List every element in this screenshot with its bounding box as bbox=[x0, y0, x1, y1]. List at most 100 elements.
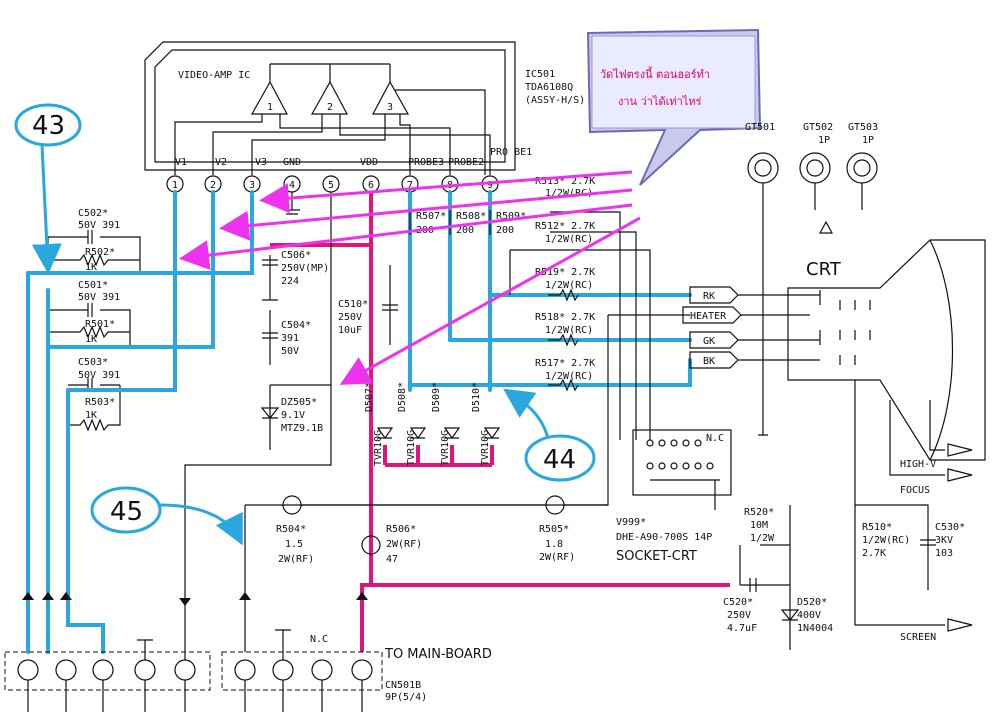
svg-text:50V 391: 50V 391 bbox=[78, 292, 120, 303]
svg-text:N.C: N.C bbox=[310, 634, 328, 645]
svg-text:GND: GND bbox=[283, 157, 301, 168]
svg-text:1/2W(RC): 1/2W(RC) bbox=[545, 234, 593, 245]
svg-text:D510*: D510* bbox=[471, 382, 482, 412]
amp-1: 1 bbox=[250, 80, 288, 115]
svg-text:R507*: R507* bbox=[416, 211, 446, 222]
svg-text:RK: RK bbox=[703, 291, 715, 302]
svg-text:C503*: C503* bbox=[78, 357, 108, 368]
svg-text:PROBE2: PROBE2 bbox=[448, 157, 484, 168]
svg-text:TVR10G: TVR10G bbox=[406, 430, 417, 466]
pink-traces bbox=[270, 192, 730, 652]
svg-text:3: 3 bbox=[249, 180, 255, 191]
svg-text:PROBE3: PROBE3 bbox=[408, 157, 444, 168]
svg-text:2.7K: 2.7K bbox=[862, 548, 886, 559]
svg-text:4: 4 bbox=[289, 180, 295, 191]
svg-text:391: 391 bbox=[281, 333, 299, 344]
left-rc-network: C502*50V 391 R502*1K C501*50V 391 R501*1… bbox=[47, 208, 141, 432]
svg-text:224: 224 bbox=[281, 276, 299, 287]
svg-text:HEATER: HEATER bbox=[690, 311, 727, 322]
svg-text:DZ505*: DZ505* bbox=[281, 397, 317, 408]
svg-text:1/2W: 1/2W bbox=[750, 533, 775, 544]
svg-text:10uF: 10uF bbox=[338, 325, 362, 336]
svg-text:D508*: D508* bbox=[397, 382, 408, 412]
svg-text:C530*: C530* bbox=[935, 522, 965, 533]
svg-text:D509*: D509* bbox=[431, 382, 442, 412]
svg-text:1: 1 bbox=[172, 180, 178, 191]
connector-label: TO MAIN-BOARD bbox=[384, 647, 492, 662]
svg-text:2: 2 bbox=[210, 180, 216, 191]
svg-text:1K: 1K bbox=[85, 410, 97, 421]
svg-text:R504*: R504* bbox=[276, 524, 306, 535]
svg-text:R503*: R503* bbox=[85, 397, 115, 408]
svg-text:HIGH-V: HIGH-V bbox=[900, 459, 936, 470]
video-amp-ic: VIDEO-AMP IC 1 2 3 V1 V2 V3 GND VDD PROB… bbox=[144, 41, 532, 175]
svg-text:R509*: R509* bbox=[496, 211, 526, 222]
svg-text:R517* 2.7K: R517* 2.7K bbox=[535, 358, 595, 369]
crt-tube: CRT bbox=[787, 220, 986, 461]
svg-text:CN501B: CN501B bbox=[385, 680, 421, 691]
svg-text:200: 200 bbox=[496, 225, 514, 236]
svg-text:50V 391: 50V 391 bbox=[78, 370, 120, 381]
svg-text:PRO BE1: PRO BE1 bbox=[490, 147, 532, 158]
crt-label: CRT bbox=[806, 259, 842, 280]
svg-text:2W(RF): 2W(RF) bbox=[278, 554, 314, 565]
svg-text:1: 1 bbox=[267, 102, 273, 113]
svg-text:3: 3 bbox=[387, 102, 393, 113]
svg-text:MTZ9.1B: MTZ9.1B bbox=[281, 423, 323, 434]
ic-title: VIDEO-AMP IC bbox=[178, 70, 250, 81]
crt-socket: N.C V999* DHE-A90-700S 14P SOCKET-CRT bbox=[616, 429, 732, 564]
svg-text:DHE-A90-700S 14P: DHE-A90-700S 14P bbox=[616, 532, 712, 543]
amp-3: 3 bbox=[372, 80, 410, 115]
svg-text:1P: 1P bbox=[818, 135, 830, 146]
svg-text:7: 7 bbox=[407, 180, 413, 191]
svg-text:C504*: C504* bbox=[281, 320, 311, 331]
svg-text:C510*: C510* bbox=[338, 299, 368, 310]
svg-text:1N4004: 1N4004 bbox=[797, 623, 833, 634]
ic-part: TDA6108Q bbox=[525, 82, 573, 93]
svg-text:6: 6 bbox=[368, 180, 374, 191]
svg-text:3KV: 3KV bbox=[935, 535, 953, 546]
svg-text:R519* 2.7K: R519* 2.7K bbox=[535, 267, 595, 278]
svg-text:45: 45 bbox=[110, 497, 143, 527]
svg-text:GT501: GT501 bbox=[745, 122, 775, 133]
svg-text:44: 44 bbox=[543, 445, 576, 475]
callout-45: 45 bbox=[90, 486, 243, 546]
svg-text:1/2W(RC): 1/2W(RC) bbox=[545, 280, 593, 291]
note-line-1: วัดไฟตรงนี้ ตอนฮอร์ทำ bbox=[600, 66, 710, 81]
svg-text:R508*: R508* bbox=[456, 211, 486, 222]
svg-text:V1: V1 bbox=[175, 157, 187, 168]
amp-2: 2 bbox=[310, 80, 348, 115]
svg-text:D520*: D520* bbox=[797, 597, 827, 608]
svg-text:5: 5 bbox=[328, 180, 334, 191]
callout-44: 44 bbox=[503, 388, 596, 482]
callout-43: 43 bbox=[14, 103, 82, 274]
svg-text:1.5: 1.5 bbox=[285, 539, 303, 550]
ic-assy: (ASSY-H/S) bbox=[525, 95, 585, 106]
ic-pin-row: 1 2 3 4 5 6 7 8 9 bbox=[166, 175, 499, 193]
svg-text:1K: 1K bbox=[85, 334, 97, 345]
svg-text:50V: 50V bbox=[281, 346, 299, 357]
svg-text:R502*: R502* bbox=[85, 247, 115, 258]
svg-text:V2: V2 bbox=[215, 157, 227, 168]
svg-text:GK: GK bbox=[703, 336, 715, 347]
crt-resistors: R513* 2.7K1/2W(RC) R512* 2.7K1/2W(RC) R5… bbox=[245, 176, 690, 506]
svg-text:FOCUS: FOCUS bbox=[900, 485, 930, 496]
svg-text:1K: 1K bbox=[85, 262, 97, 273]
note-callout: วัดไฟตรงนี้ ตอนฮอร์ทำ งาน ว่าได้เท่าไหร่ bbox=[586, 28, 762, 186]
svg-text:R520*: R520* bbox=[744, 507, 774, 518]
crt-tags: RK HEATER GK BK bbox=[682, 286, 820, 369]
svg-text:SOCKET-CRT: SOCKET-CRT bbox=[616, 549, 697, 564]
svg-text:250V: 250V bbox=[338, 312, 362, 323]
svg-text:1/2W(RC): 1/2W(RC) bbox=[862, 535, 910, 546]
svg-text:R512* 2.7K: R512* 2.7K bbox=[535, 221, 595, 232]
svg-text:1.8: 1.8 bbox=[545, 539, 563, 550]
svg-text:2W(RF): 2W(RF) bbox=[539, 552, 575, 563]
svg-text:V3: V3 bbox=[255, 157, 267, 168]
main-board-connector: N.C TO MAIN-BOARD CN501B 9P(5/4) bbox=[4, 592, 492, 712]
svg-text:R505*: R505* bbox=[539, 524, 569, 535]
svg-text:250V: 250V bbox=[727, 610, 751, 621]
svg-text:C506*: C506* bbox=[281, 250, 311, 261]
